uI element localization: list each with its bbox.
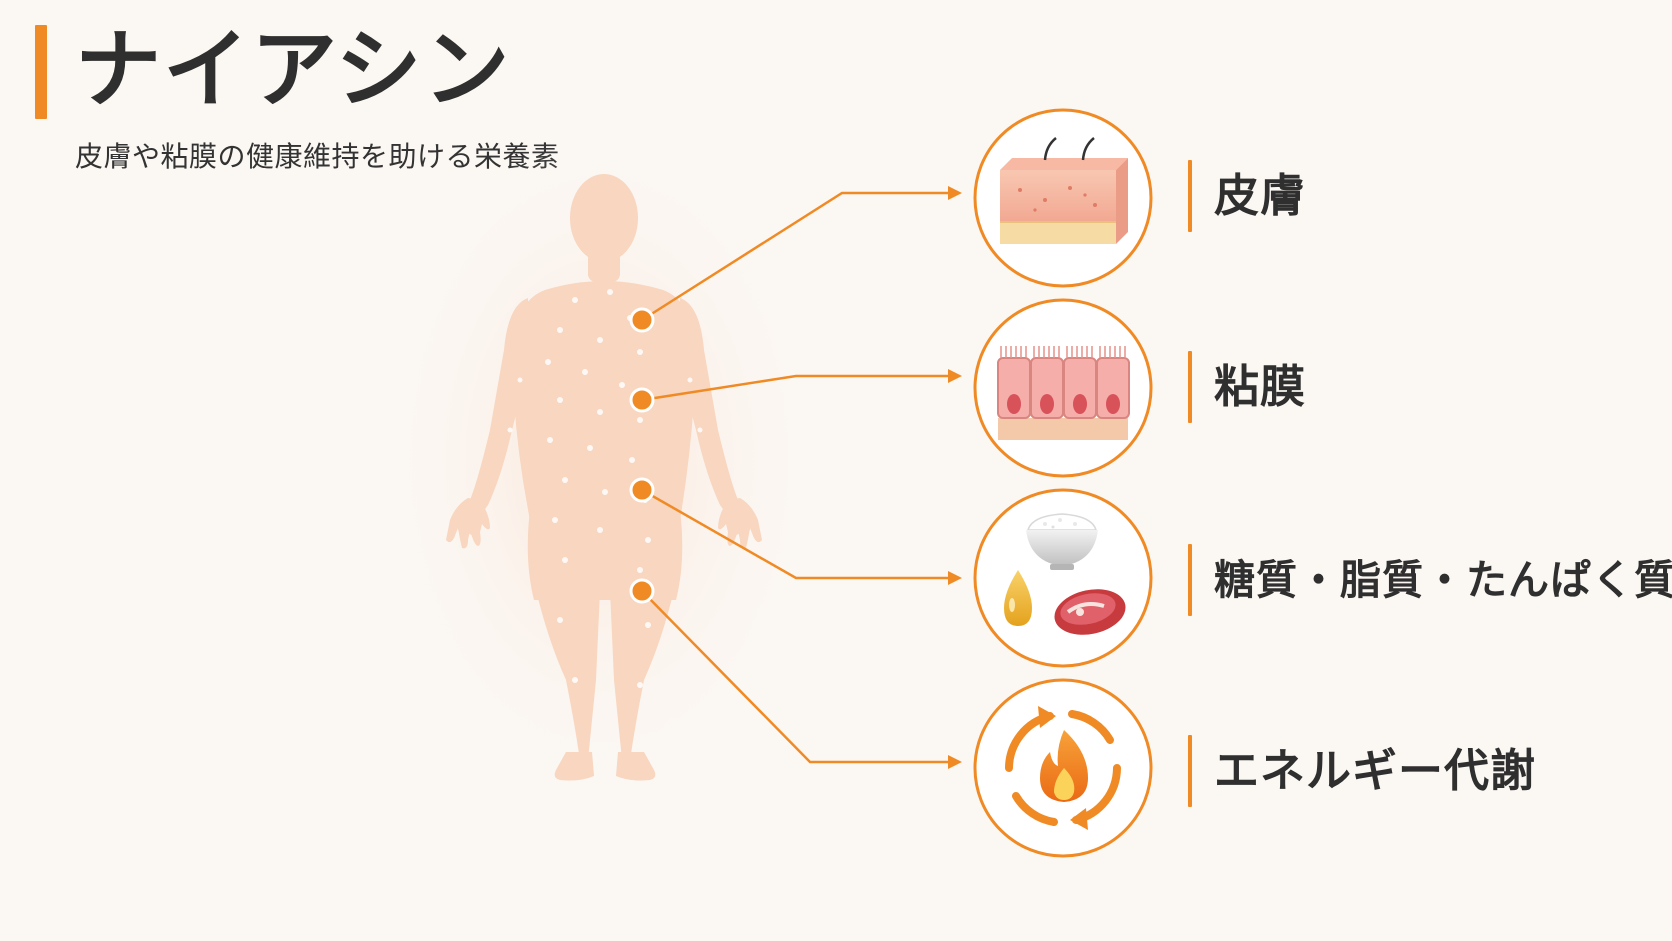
connector-lines xyxy=(641,191,950,764)
human-body-silhouette xyxy=(446,174,762,781)
label-bar-mucosa xyxy=(1188,351,1192,423)
energy-cycle-icon xyxy=(1005,706,1121,830)
label-nutrients: 糖質・脂質・たんぱく質 xyxy=(1214,556,1672,604)
oil-drop-icon xyxy=(1004,570,1032,626)
body-marker-points xyxy=(629,307,655,604)
marker-energy xyxy=(629,578,655,604)
label-bar-energy xyxy=(1188,735,1192,807)
connector-arrowheads xyxy=(948,186,962,769)
rice-bowl-icon xyxy=(1026,513,1098,570)
label-skin: 皮膚 xyxy=(1214,169,1307,222)
body-network-dots xyxy=(507,289,703,688)
label-mucosa: 粘膜 xyxy=(1214,360,1307,413)
label-energy: エネルギー代謝 xyxy=(1214,744,1537,797)
mucosa-cells-icon xyxy=(997,346,1130,440)
skin-layers-icon xyxy=(1000,137,1128,244)
marker-skin xyxy=(629,307,655,333)
label-bar-skin xyxy=(1188,160,1192,232)
nutrients-icon xyxy=(1004,513,1126,635)
label-bar-nutrients xyxy=(1188,544,1192,616)
meat-icon xyxy=(1054,589,1126,635)
marker-mucosa xyxy=(629,387,655,413)
page-subtitle: 皮膚や粘膜の健康維持を助ける栄養素 xyxy=(75,140,560,173)
title-accent-bar xyxy=(35,25,47,119)
page-title: ナイアシン xyxy=(75,20,512,120)
marker-nutrients xyxy=(629,477,655,503)
